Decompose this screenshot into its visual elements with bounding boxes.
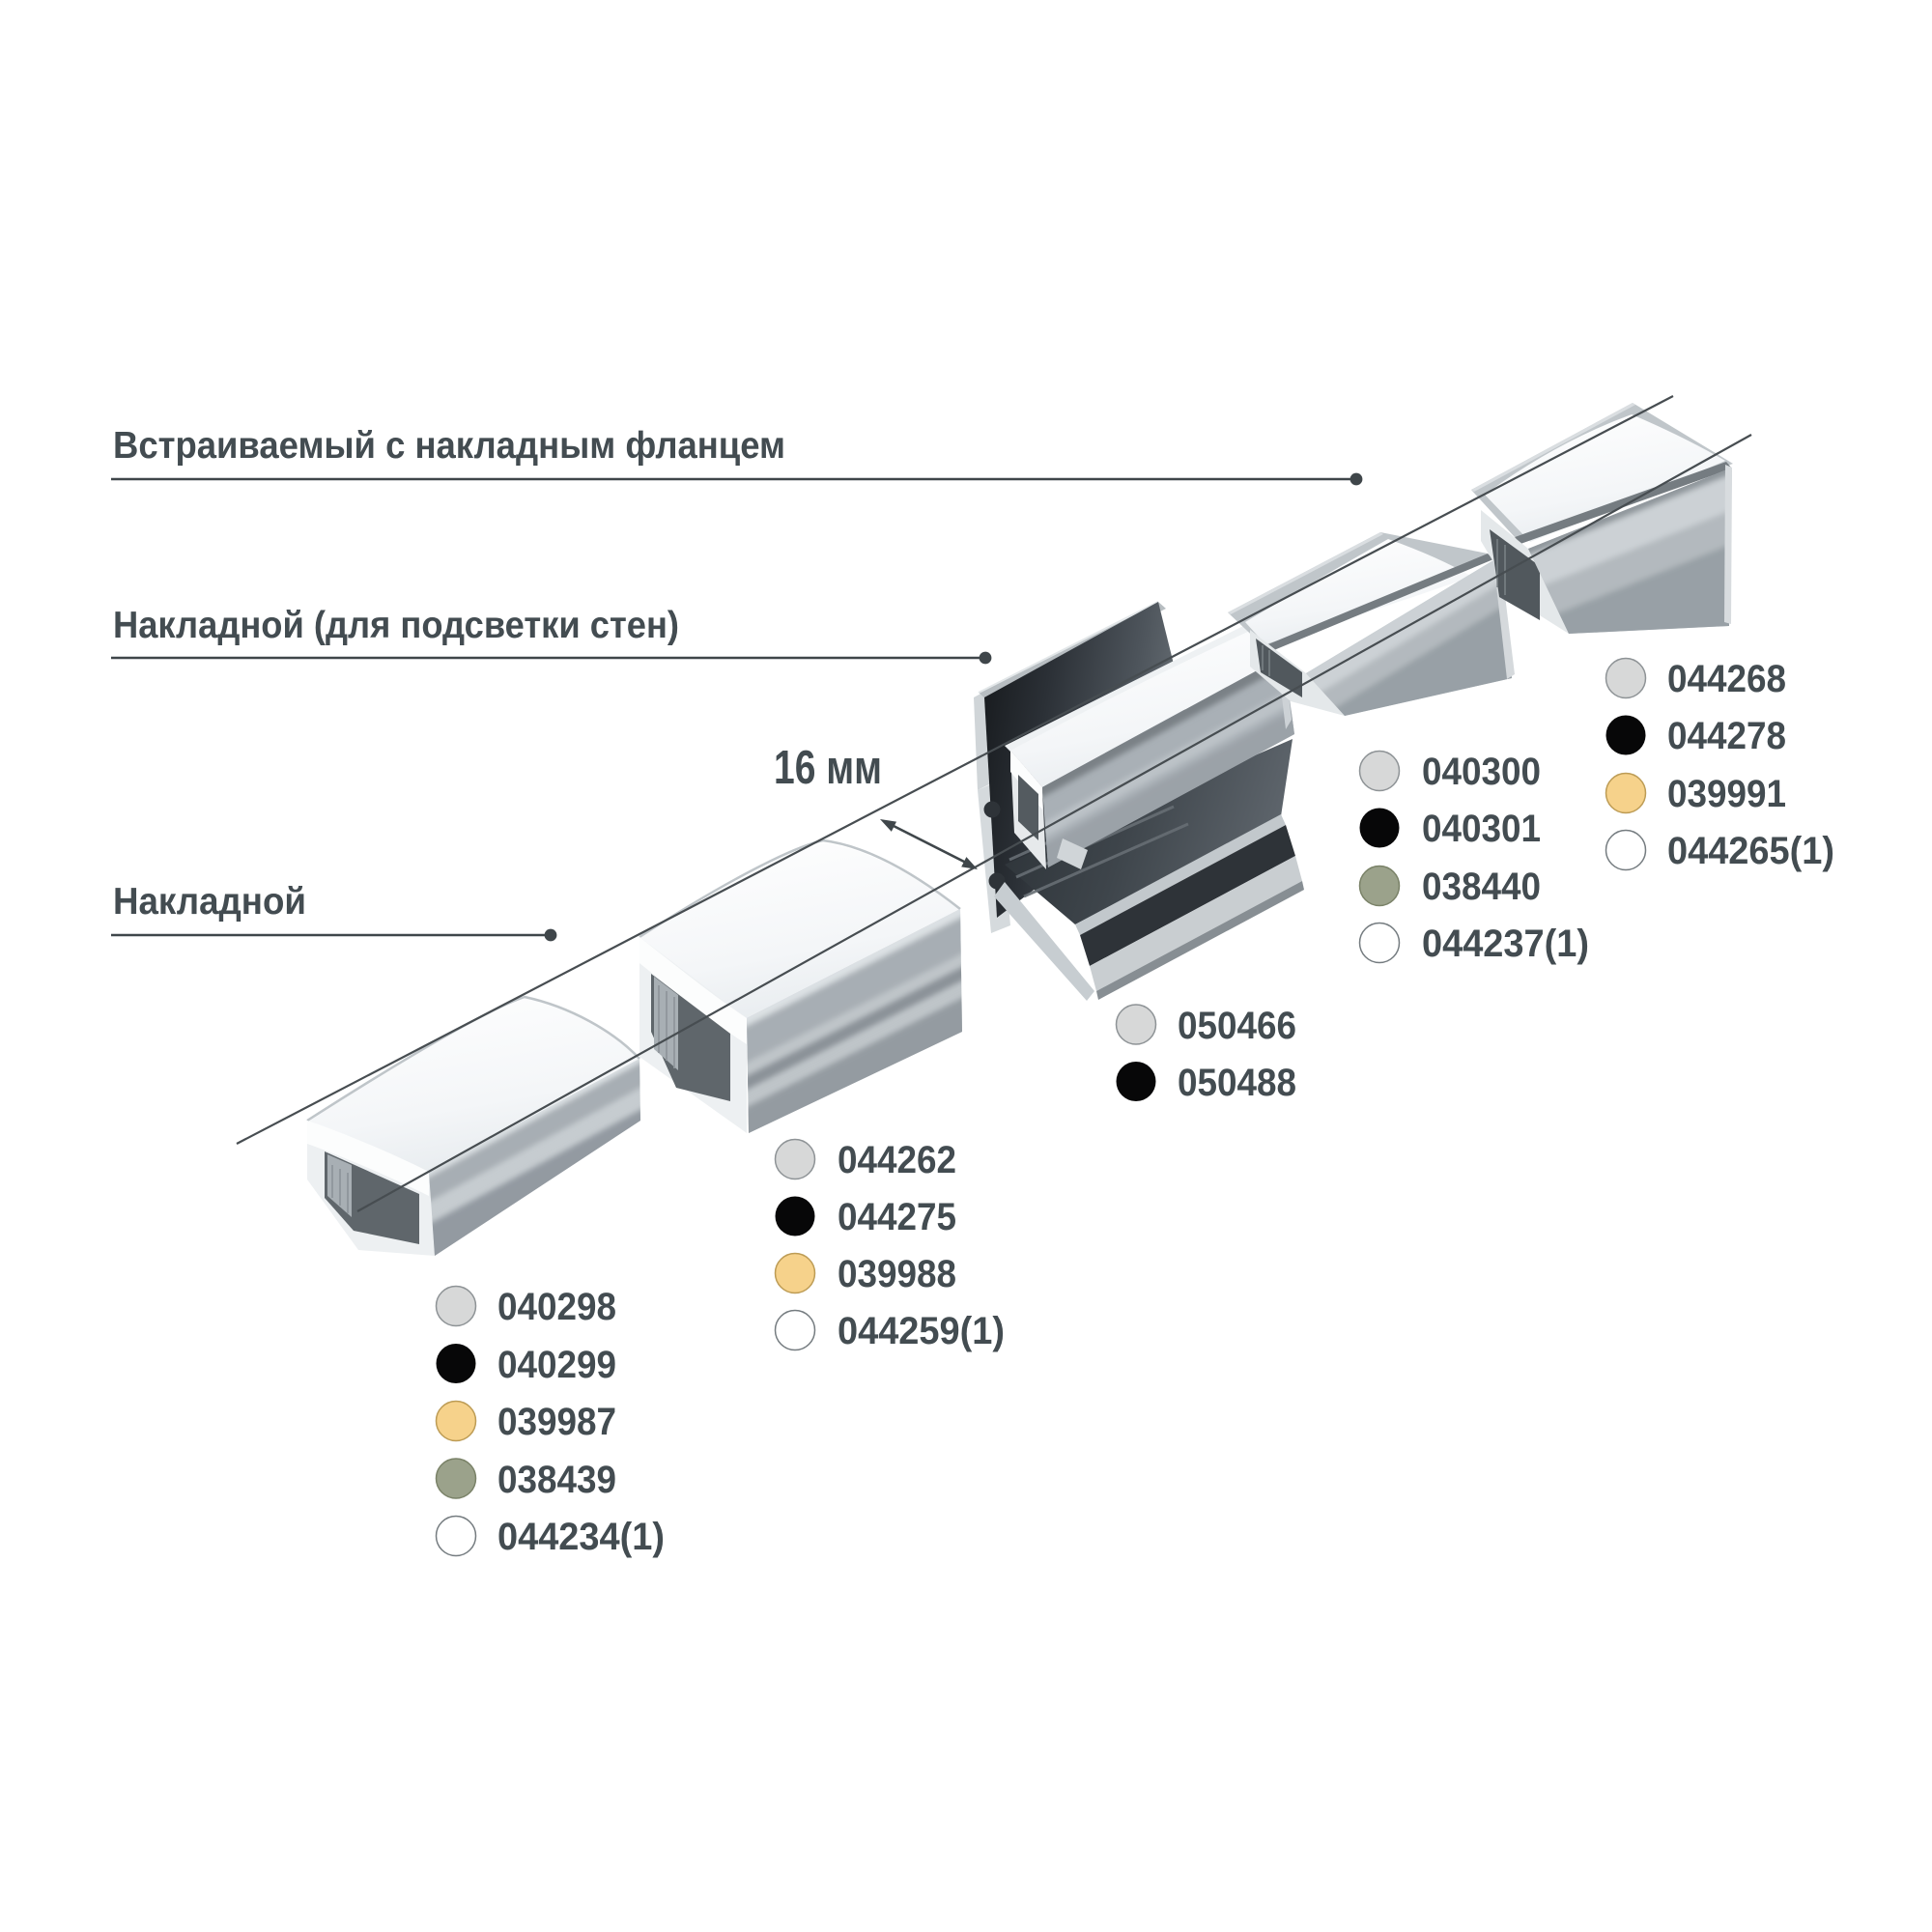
svg-text:040299: 040299 xyxy=(497,1344,616,1386)
svg-text:040301: 040301 xyxy=(1422,808,1541,850)
svg-text:050466: 050466 xyxy=(1178,1005,1296,1047)
svg-text:Накладной (для подсветки стен): Накладной (для подсветки стен) xyxy=(113,605,679,646)
svg-text:044262: 044262 xyxy=(838,1139,956,1181)
svg-text:16 мм: 16 мм xyxy=(774,742,882,794)
svg-text:040300: 040300 xyxy=(1422,751,1541,793)
svg-text:039991: 039991 xyxy=(1667,773,1786,815)
svg-text:044234(1): 044234(1) xyxy=(497,1516,665,1558)
svg-text:039987: 039987 xyxy=(497,1401,616,1443)
svg-text:044265(1): 044265(1) xyxy=(1667,830,1834,872)
svg-text:039988: 039988 xyxy=(838,1253,956,1295)
svg-text:044278: 044278 xyxy=(1667,715,1786,757)
svg-text:040298: 040298 xyxy=(497,1286,616,1328)
svg-text:Встраиваемый с накладным фланц: Встраиваемый с накладным фланцем xyxy=(113,425,785,467)
svg-text:044237(1): 044237(1) xyxy=(1422,923,1589,965)
svg-text:044275: 044275 xyxy=(838,1196,956,1238)
svg-text:044268: 044268 xyxy=(1667,658,1786,700)
svg-text:050488: 050488 xyxy=(1178,1062,1296,1104)
svg-text:038440: 038440 xyxy=(1422,866,1541,908)
svg-text:038439: 038439 xyxy=(497,1459,616,1501)
svg-text:044259(1): 044259(1) xyxy=(838,1310,1005,1352)
svg-text:Накладной: Накладной xyxy=(113,881,306,923)
